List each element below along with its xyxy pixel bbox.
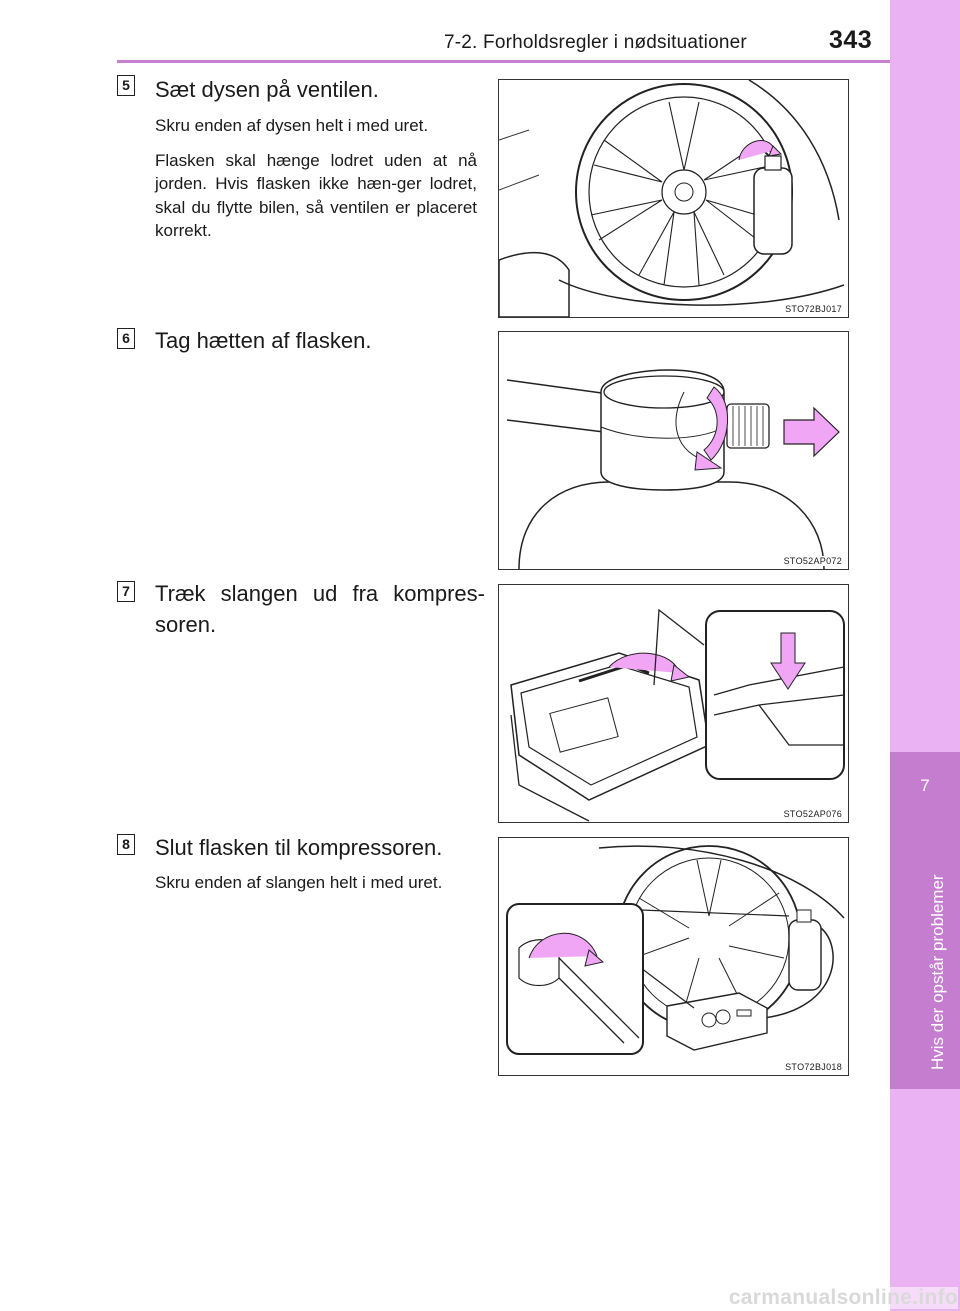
figure-remove-bottle-cap: STO52AP072 (498, 331, 849, 570)
figure-code: STO52AP076 (781, 809, 844, 819)
chapter-title: Hvis der opstår problemer (928, 874, 947, 1070)
header-rule (117, 60, 890, 63)
figure-nozzle-on-valve: STO72BJ017 (498, 79, 849, 318)
compressor-illustration (510, 608, 845, 822)
chapter-tab-active (890, 752, 960, 1089)
step-paragraph: Flasken skal hænge lodret uden at nå jor… (155, 150, 477, 241)
figure-connect-bottle-to-compressor: STO72BJ018 (498, 837, 849, 1076)
chapter-number: 7 (920, 776, 930, 795)
bottle-compressor-illustration (506, 845, 845, 1055)
step-heading: Sæt dysen på ventilen. (155, 77, 379, 102)
chapter-tab (890, 0, 960, 1311)
figure-code: STO52AP072 (781, 556, 844, 566)
wheel-illustration (499, 80, 845, 317)
figure-code: STO72BJ018 (783, 1062, 844, 1072)
step-number-badge: 5 (117, 75, 135, 96)
step-heading: Træk slangen ud fra kompres-soren. (155, 581, 485, 637)
watermark: carmanualsonline.info (640, 1287, 958, 1309)
step-number-badge: 7 (117, 581, 135, 602)
step-body: Skru enden af dysen helt i med uret. Fla… (155, 114, 477, 254)
figure-pull-hose-from-compressor: STO52AP076 (498, 584, 849, 823)
page-number: 343 (829, 26, 873, 54)
step-paragraph: Skru enden af slangen helt i med uret. (155, 873, 443, 892)
step-number-badge: 8 (117, 834, 135, 855)
figure-code: STO72BJ017 (783, 304, 844, 314)
step-heading: Tag hætten af flasken. (155, 328, 372, 353)
step-paragraph: Skru enden af dysen helt i med uret. (155, 116, 429, 135)
step-number-badge: 6 (117, 328, 135, 349)
section-title: 7-2. Forholdsregler i nødsituationer (444, 32, 747, 53)
step-heading: Slut flasken til kompressoren. (155, 835, 443, 860)
bottle-cap-illustration (506, 369, 840, 569)
step-body: Skru enden af slangen helt i med uret. (155, 871, 477, 906)
